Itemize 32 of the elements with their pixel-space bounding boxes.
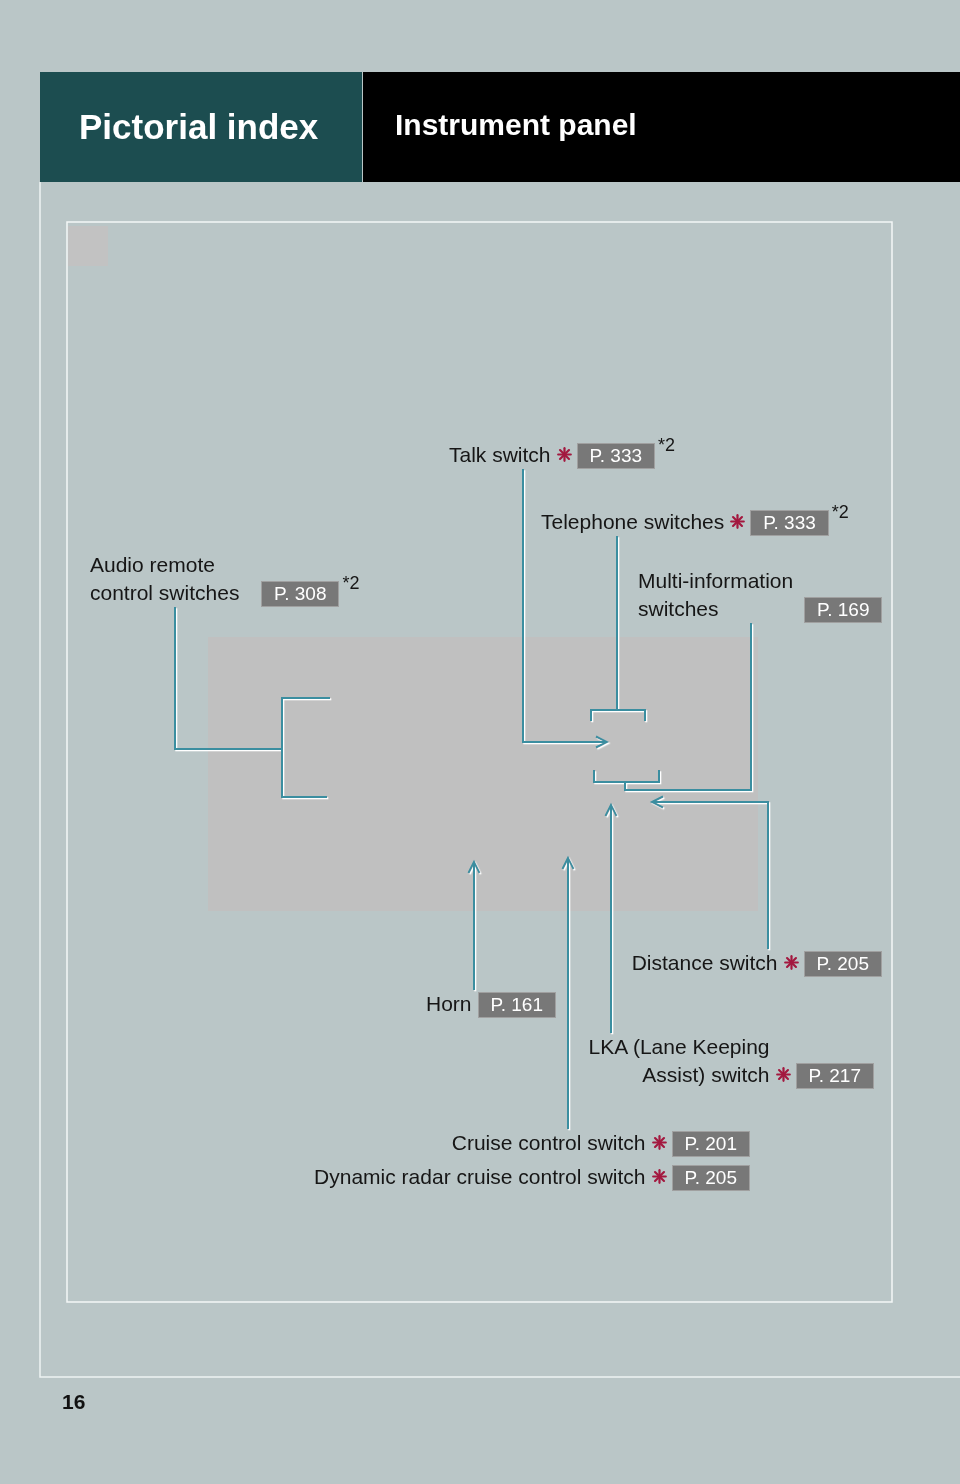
- leader-line: [590, 535, 646, 722]
- page-reference: P. 205: [671, 1165, 750, 1191]
- leader-arrow: [651, 795, 769, 950]
- page-number: 16: [62, 1389, 86, 1415]
- page-reference: P. 217: [795, 1063, 874, 1089]
- page-reference: P. 333: [576, 443, 655, 469]
- callout-label: Dynamic radar cruise control switch: [314, 1165, 646, 1188]
- callout-label: LKA (Lane Keeping Assist) switch: [587, 1034, 770, 1088]
- callout-label: Audio remote control switches: [90, 552, 241, 606]
- section-tab: Pictorial index: [40, 72, 362, 182]
- footnote-mark: *2: [658, 436, 676, 454]
- leader-arrow: [561, 857, 575, 1130]
- title-bar: Instrument panel: [363, 72, 960, 182]
- leader-line: [593, 622, 752, 791]
- callout-label: Telephone switches: [541, 510, 725, 533]
- page-reference: P. 308: [261, 581, 340, 607]
- page-reference: P. 333: [750, 510, 829, 536]
- page-reference: P. 201: [671, 1131, 750, 1157]
- footnote-mark: *2: [342, 574, 360, 592]
- page-reference: P. 169: [804, 597, 883, 623]
- leader-arrow: [467, 861, 481, 991]
- page-reference: P. 205: [803, 951, 882, 977]
- leader-line: [174, 606, 331, 798]
- footnote-mark: *2: [831, 503, 849, 521]
- callout-label: Horn: [426, 992, 472, 1015]
- page-reference: P. 161: [477, 992, 556, 1018]
- callout-label: Talk switch: [449, 443, 551, 466]
- leader-arrow: [604, 804, 618, 1034]
- callout-label: Multi-information switches: [638, 568, 795, 622]
- callout-label: Cruise control switch: [451, 1131, 646, 1154]
- leader-arrow: [522, 468, 608, 749]
- callout-label: Distance switch: [631, 951, 778, 974]
